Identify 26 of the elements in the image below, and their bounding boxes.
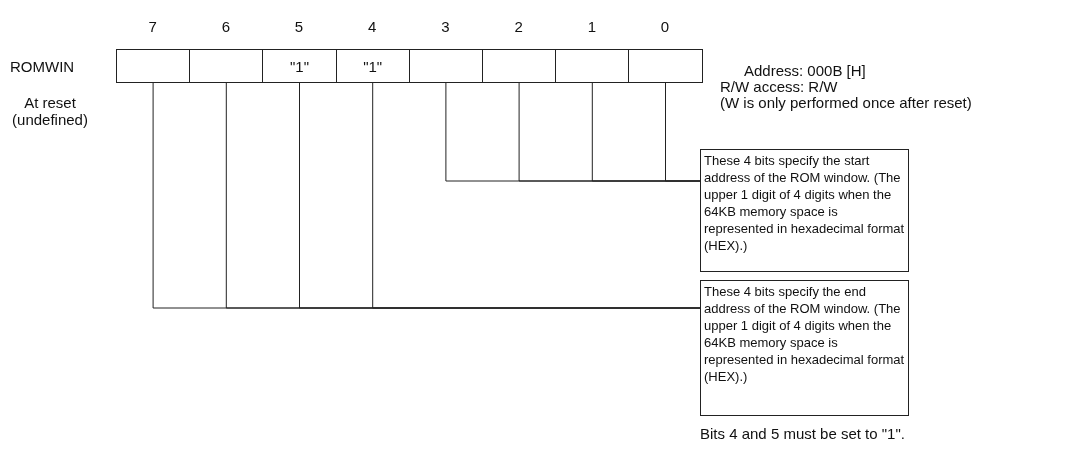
bit-number: 2	[513, 18, 524, 35]
bit-number: 5	[293, 18, 305, 35]
register-bit-cell: "1"	[262, 49, 337, 83]
register-bit-cell	[189, 49, 264, 83]
bit-number: 7	[147, 18, 158, 35]
bit-number: 1	[586, 18, 597, 35]
description-box: These 4 bits specify the start address of the ROM window. (The upper 1 digit of 4 digits when the 64KB memory space is represented in hexadecimal format (HEX).)	[700, 149, 909, 272]
note-text: (W is only performed once after reset)	[720, 94, 972, 111]
reset-text: At reset (undefined)	[11, 94, 89, 128]
register-bit-cell	[555, 49, 630, 83]
register-name: ROMWIN	[10, 58, 75, 75]
note-text: Bits 4 and 5 must be set to "1".	[700, 425, 905, 442]
bit-number: 0	[659, 18, 671, 35]
bit-number: 4	[367, 18, 378, 35]
register-bit-cell	[116, 49, 191, 83]
connector-line	[665, 82, 701, 182]
register-bit-cell	[408, 49, 483, 83]
register-bit-cell	[628, 49, 703, 83]
register-bit-cell	[482, 49, 557, 83]
connector-line	[372, 82, 701, 309]
address-text: Address: 000B [H]	[744, 62, 866, 79]
access-text: R/W access: R/W	[720, 78, 838, 95]
bit-number: 3	[440, 18, 451, 35]
description-box: These 4 bits specify the end address of the ROM window. (The upper 1 digit of 4 digits when the 64KB memory space is represented in hexadecimal format (HEX).)	[700, 280, 909, 416]
register-bit-cell: "1"	[335, 49, 410, 83]
bit-number: 6	[220, 18, 231, 35]
